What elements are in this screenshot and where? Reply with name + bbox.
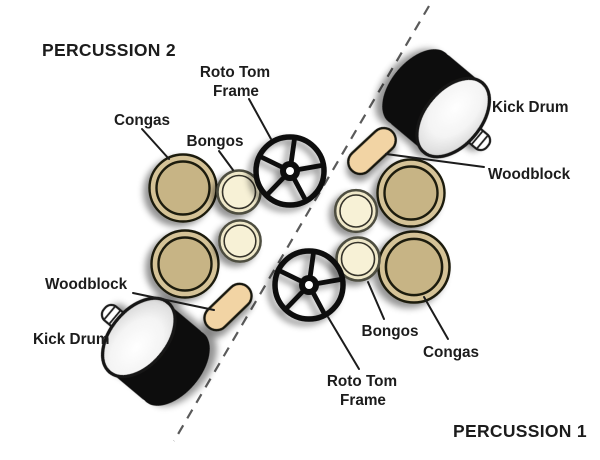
woodblock-p2-pointer-line (132, 292, 215, 311)
label-pointer-lines (132, 98, 485, 370)
congas-p2-pointer-line (141, 128, 170, 160)
bongos-p2-pointer-line (218, 150, 234, 171)
labels: PERCUSSION 2 PERCUSSION 1 Congas Bongos … (33, 40, 587, 441)
conga-drum-p1-top (376, 158, 446, 228)
kick-drum-p2-label: Kick Drum (33, 331, 110, 348)
roto-tom-frame-wheel-p1 (275, 251, 343, 319)
woodblock-p1-label: Woodblock (488, 166, 571, 183)
congas-p1-label: Congas (423, 344, 479, 361)
bongos-p1-pointer-line (367, 281, 385, 320)
bongos-p1-label: Bongos (362, 323, 419, 340)
roto-tom-p2-pointer-line (248, 98, 272, 140)
bongo-drum-p2-bottom (218, 219, 262, 263)
roto-tom-frame-p2-label-line2: Frame (213, 83, 259, 100)
roto-tom-frame-p2-label-line1: Roto Tom (200, 64, 270, 81)
percussion-1-title: PERCUSSION 1 (453, 421, 587, 441)
conga-drum-p2-top (148, 153, 218, 223)
congas-p1-pointer-line (423, 296, 449, 340)
roto-tom-frame-wheel-p2 (256, 137, 324, 205)
kick-drum-p1-label: Kick Drum (492, 99, 569, 116)
conga-drum-p1-bottom (377, 230, 451, 304)
roto-tom-p1-pointer-line (327, 316, 360, 370)
woodblock-p2-label: Woodblock (45, 276, 128, 293)
divider-dashed-line (173, 5, 430, 442)
bongo-drum-p1-top (333, 188, 379, 234)
roto-tom-frame-p1-label-line2: Frame (340, 392, 386, 409)
conga-drum-p2-bottom (150, 229, 220, 299)
percussion-1-setup (275, 34, 519, 319)
bongos-p2-label: Bongos (187, 133, 244, 150)
percussion-2-title: PERCUSSION 2 (42, 40, 176, 60)
congas-p2-label: Congas (114, 112, 170, 129)
roto-tom-frame-p1-label-line1: Roto Tom (327, 373, 397, 390)
woodblock-p1-pointer-line (385, 153, 485, 168)
